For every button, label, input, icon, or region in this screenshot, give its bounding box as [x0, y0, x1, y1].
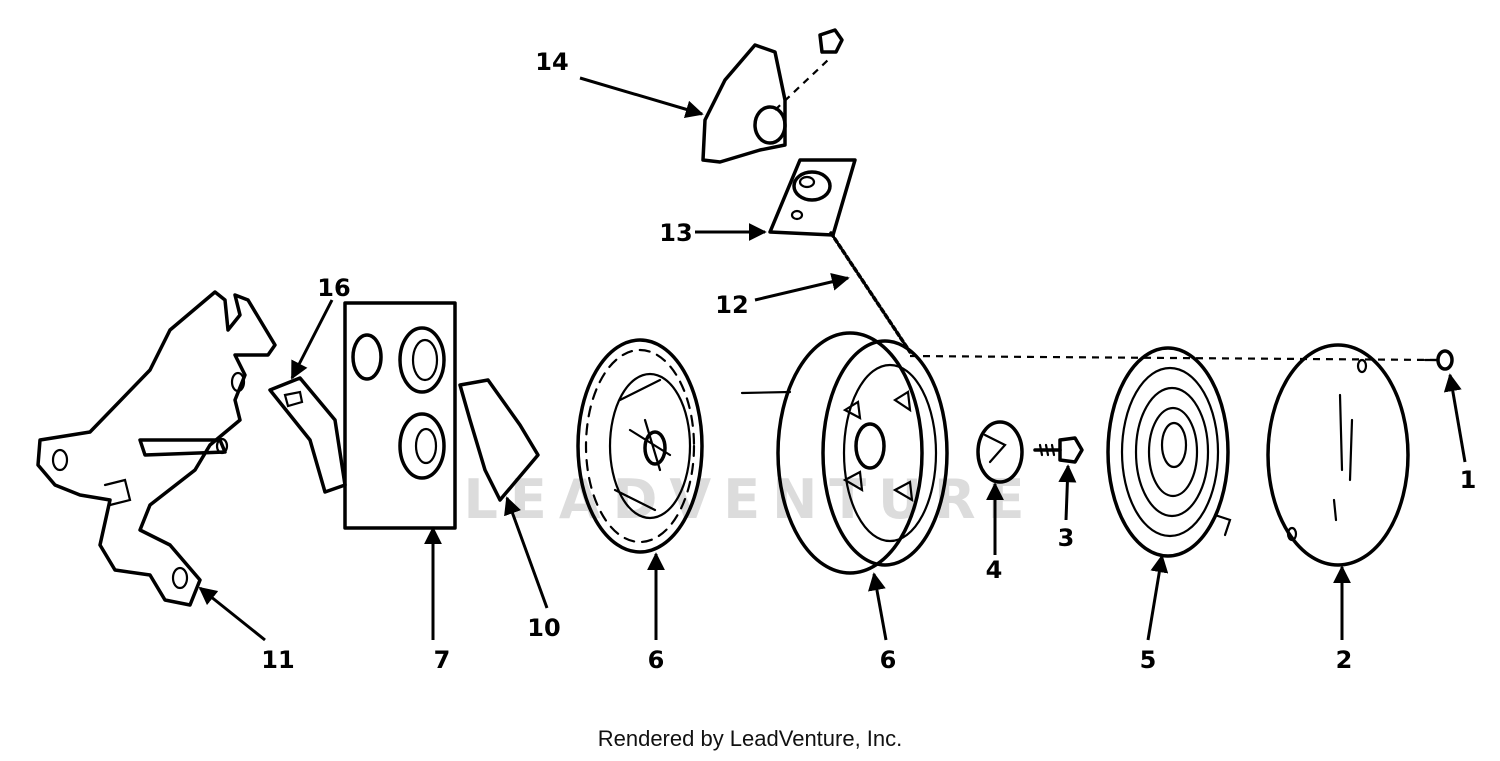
callout-3: 3: [1058, 524, 1075, 552]
part-12-rope[interactable]: [829, 231, 912, 354]
callout-7: 6: [648, 646, 665, 674]
part-1-screw[interactable]: [1423, 349, 1454, 371]
alignment-line: [909, 354, 1439, 362]
callout-4: 4: [986, 556, 1003, 584]
callout-14: 14: [535, 48, 568, 76]
leader-arrows: [198, 76, 1467, 642]
callout-1: 1: [1460, 466, 1477, 494]
part-10-clip[interactable]: [458, 378, 540, 502]
footer-credit: Rendered by LeadVenture, Inc.: [597, 726, 903, 751]
callout-13: 13: [659, 219, 692, 247]
part-2-cover[interactable]: [1266, 343, 1410, 567]
callout-2: 2: [1336, 646, 1353, 674]
callout-10: 10: [527, 614, 560, 642]
part-6-pulley[interactable]: [740, 331, 949, 575]
callout-16: 16: [317, 274, 350, 302]
callout-6: 6: [880, 646, 897, 674]
callout-12: 12: [715, 291, 748, 319]
part-13-rope-guide[interactable]: [768, 158, 857, 237]
part-9-seal-kit[interactable]: [343, 301, 457, 530]
callout-9: 7: [434, 646, 451, 674]
part-11-bracket[interactable]: [36, 290, 277, 607]
watermark-text: LEADVENTURE: [464, 468, 1037, 531]
callout-5: 5: [1140, 646, 1157, 674]
part-4-spring-clip[interactable]: [976, 420, 1024, 484]
part-16-plate[interactable]: [268, 376, 347, 494]
part-7-gear[interactable]: [576, 338, 704, 554]
callout-11: 11: [261, 646, 294, 674]
part-5-recoil-spring[interactable]: [1106, 346, 1232, 558]
part-3-screw[interactable]: [1033, 436, 1084, 464]
part-14-handle[interactable]: [701, 28, 844, 164]
